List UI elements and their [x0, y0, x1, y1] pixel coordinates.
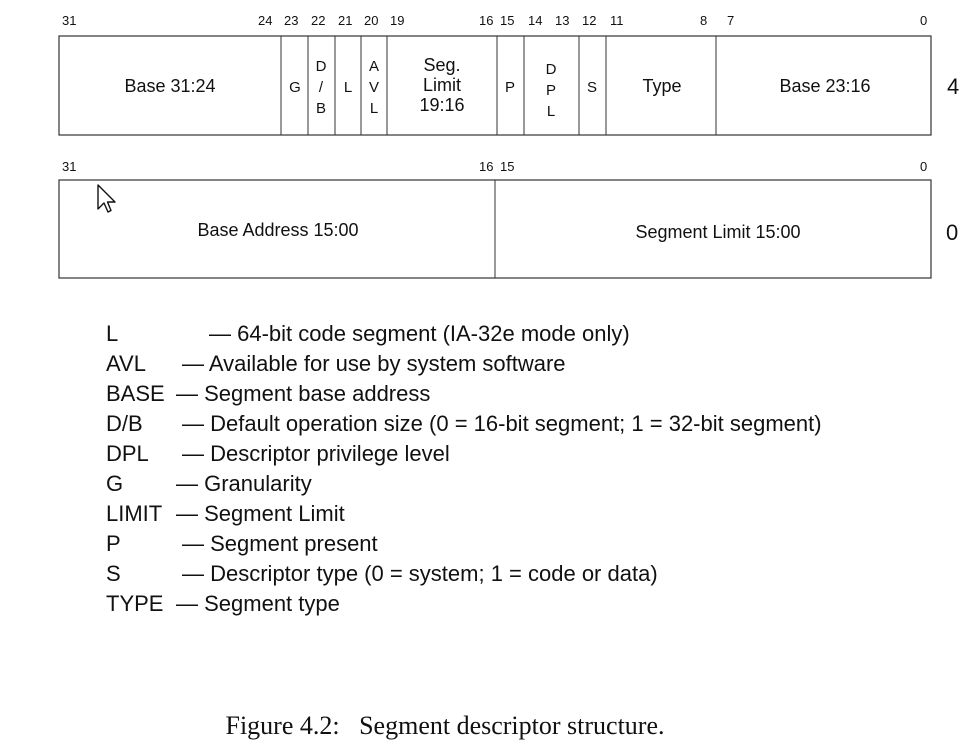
bit-label: 20: [364, 13, 378, 28]
field-seg-limit-line: 19:16: [419, 95, 464, 115]
legend-desc: — Descriptor privilege level: [182, 441, 450, 466]
field-s: S: [587, 79, 597, 96]
legend-item: TYPE — Segment type: [106, 589, 822, 619]
bit-label: 7: [727, 13, 734, 28]
bit-label: 14: [528, 13, 542, 28]
legend-item: L — 64-bit code segment (IA-32e mode only…: [106, 319, 822, 349]
row-offset-label: 4: [947, 74, 959, 99]
legend-abbr: G: [106, 471, 124, 496]
lower-word: 31 16 15 0 Base Address 15:00 Segment Li…: [58, 159, 958, 279]
legend-abbr: P: [106, 531, 121, 556]
field-p: P: [505, 79, 515, 96]
bit-label: 15: [500, 13, 514, 28]
legend-item: S — Descriptor type (0 = system; 1 = code…: [106, 559, 822, 589]
field-type: Type: [642, 76, 681, 96]
field-db-line: B: [316, 100, 326, 117]
bit-label: 31: [62, 159, 76, 174]
legend-abbr: L: [106, 321, 119, 346]
field-base-31-24: Base 31:24: [124, 76, 215, 96]
legend-desc: — Segment Limit: [176, 501, 345, 526]
bit-label: 16: [479, 13, 493, 28]
bit-label: 22: [311, 13, 325, 28]
bit-label: 16: [479, 159, 493, 174]
row-offset-label: 0: [946, 220, 958, 245]
figure-caption: Figure 4.2: Segment descriptor structure…: [225, 711, 665, 740]
legend-desc: — 64-bit code segment (IA-32e mode only): [209, 321, 630, 346]
field-l: L: [344, 79, 352, 96]
legend-abbr: BASE: [106, 381, 165, 406]
field-g: G: [289, 79, 301, 96]
legend-abbr: DPL: [106, 441, 149, 466]
legend-abbr: LIMIT: [106, 501, 163, 526]
legend-abbr: AVL: [106, 351, 146, 376]
legend-item: DPL — Descriptor privilege level: [106, 439, 822, 469]
legend-item: G — Granularity: [106, 469, 822, 499]
legend-item: LIMIT — Segment Limit: [106, 499, 822, 529]
legend-desc: — Granularity: [176, 471, 312, 496]
field-segment-limit-15-00: Segment Limit 15:00: [635, 222, 800, 242]
bit-label: 19: [390, 13, 404, 28]
field-db-line: /: [319, 79, 324, 96]
bit-label: 23: [284, 13, 298, 28]
bit-label: 15: [500, 159, 514, 174]
legend-item: P — Segment present: [106, 529, 822, 559]
bit-label: 0: [920, 13, 927, 28]
field-seg-limit-line: Limit: [423, 75, 461, 95]
bit-label: 31: [62, 13, 76, 28]
field-seg-limit-line: Seg.: [423, 55, 460, 75]
legend-item: AVL — Available for use by system softwar…: [106, 349, 822, 379]
legend-desc: — Segment base address: [176, 381, 431, 406]
legend-desc: — Descriptor type (0 = system; 1 = code …: [182, 561, 658, 586]
bit-label: 24: [258, 13, 272, 28]
upper-word-box: [58, 35, 932, 136]
legend-abbr: S: [106, 561, 121, 586]
field-dpl-line: D: [546, 61, 557, 78]
segment-descriptor-diagram: 31 24 23 22 21 20 19 16 15 14 13 12 11 8…: [58, 13, 959, 279]
mouse-pointer-arrow-icon: [97, 184, 116, 213]
bit-label: 11: [610, 13, 624, 28]
bit-label: 13: [555, 13, 569, 28]
legend-desc: — Segment type: [176, 591, 340, 616]
field-base-23-16: Base 23:16: [779, 76, 870, 96]
legend-item: BASE — Segment base address: [106, 379, 822, 409]
upper-word: 31 24 23 22 21 20 19 16 15 14 13 12 11 8…: [58, 13, 959, 136]
legend-list: L — 64-bit code segment (IA-32e mode only…: [106, 319, 822, 619]
field-avl-line: A: [369, 58, 379, 75]
field-dpl-line: P: [546, 82, 556, 99]
field-avl-line: L: [370, 100, 378, 117]
legend-desc: — Segment present: [182, 531, 378, 556]
legend-desc: — Default operation size (0 = 16-bit seg…: [182, 411, 822, 436]
field-avl-line: V: [369, 79, 379, 96]
field-db-line: D: [316, 58, 327, 75]
bit-label: 0: [920, 159, 927, 174]
legend-desc: — Available for use by system software: [182, 351, 566, 376]
field-base-address-15-00: Base Address 15:00: [197, 220, 358, 240]
legend-abbr: D/B: [106, 411, 143, 436]
bit-label: 8: [700, 13, 707, 28]
field-dpl-line: L: [547, 103, 555, 120]
legend-item: D/B — Default operation size (0 = 16-bit …: [106, 409, 822, 439]
legend-abbr: TYPE: [106, 591, 164, 616]
bit-label: 12: [582, 13, 596, 28]
bit-label: 21: [338, 13, 352, 28]
